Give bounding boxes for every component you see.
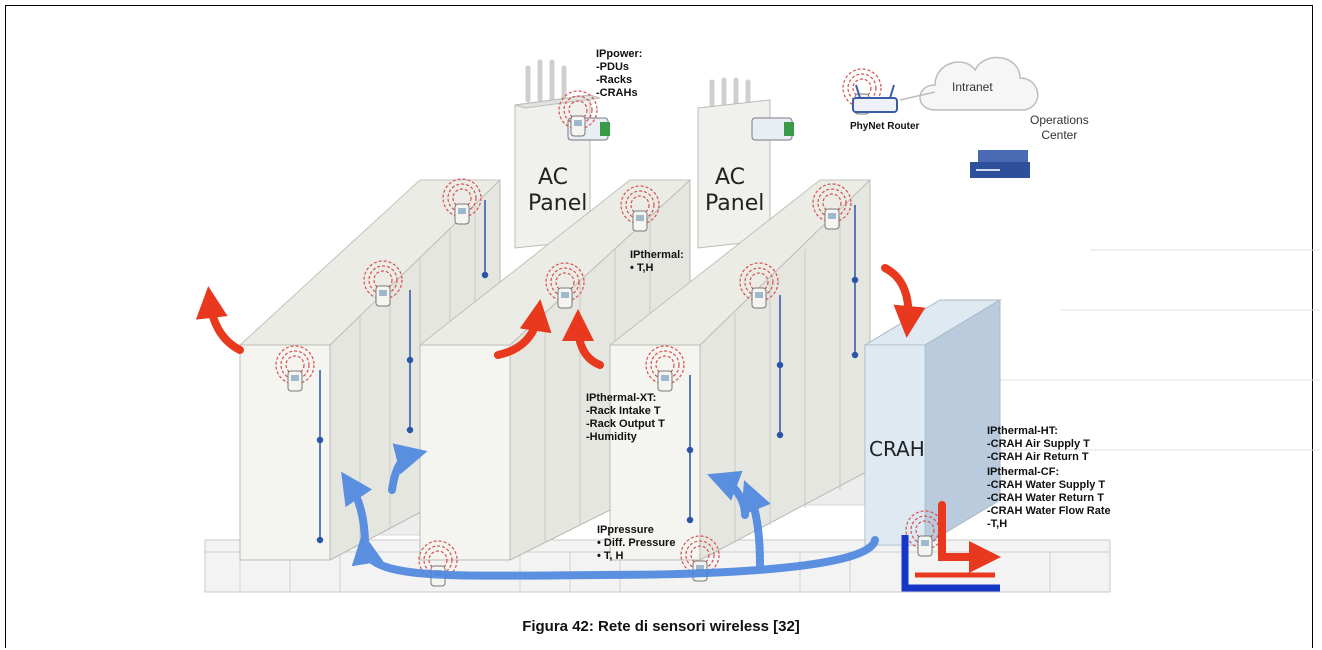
ippressure-label: IPpressure • Diff. Pressure • T, H — [597, 524, 675, 563]
ac-panel-2-line2: Panel — [705, 191, 765, 216]
ipthermal-cf-line: -CRAH Water Flow Rate — [987, 505, 1111, 517]
ippower-line: -CRAHs — [596, 87, 638, 99]
ipthermal-ht-line: -CRAH Air Supply T — [987, 438, 1090, 450]
figure-caption: Figura 42: Rete di sensori wireless [32] — [522, 618, 800, 635]
ippressure-line: • T, H — [597, 550, 624, 562]
chilled-water-pipes — [901, 535, 1000, 592]
ippower-line: IPpower: — [596, 48, 643, 60]
ipthermal-xt-label: IPthermal-XT: -Rack Intake T -Rack Outpu… — [586, 392, 665, 444]
ac-panel-2 — [697, 77, 794, 249]
ac-panel-1-label: AC Panel — [528, 165, 588, 217]
operations-center-label: Operations Center — [1030, 113, 1089, 143]
crah-unit — [863, 299, 1002, 546]
ipthermal-xt-line: -Humidity — [586, 431, 637, 443]
rack-row-3 — [609, 178, 871, 561]
operations-center-line2: Center — [1041, 128, 1078, 142]
ipthermal-ht-line: -CRAH Air Return T — [987, 451, 1089, 463]
ippower-line: -Racks — [596, 74, 633, 86]
ipthermal-ht-label: IPthermal-HT: -CRAH Air Supply T -CRAH A… — [987, 425, 1090, 464]
ipthermal-cf-line: -CRAH Water Supply T — [987, 479, 1106, 491]
ipthermal-cf-line: -CRAH Water Return T — [987, 492, 1104, 504]
ippower-label: IPpower: -PDUs -Racks -CRAHs — [596, 48, 642, 100]
hot-air-arrows — [195, 264, 1001, 573]
ipthermal-xt-line: -Rack Output T — [586, 418, 665, 430]
ipthermal-ht-line: IPthermal-HT: — [987, 425, 1058, 437]
cold-air-arrows — [341, 443, 879, 580]
operations-center-line1: Operations — [1030, 113, 1089, 127]
figure-frame — [5, 5, 1313, 648]
ac-panel-1-line1: AC — [537, 165, 569, 190]
ipthermal-cf-line: IPthermal-CF: — [987, 466, 1060, 478]
ipthermal-xt-line: -Rack Intake T — [586, 405, 661, 417]
ippressure-line: • Diff. Pressure — [597, 537, 676, 549]
ipthermal-line: • T,H — [630, 262, 654, 274]
operations-center-icon — [970, 150, 1030, 178]
ipthermal-xt-line: IPthermal-XT: — [586, 392, 657, 404]
ipthermal-label: IPthermal: • T,H — [630, 249, 684, 275]
intranet-cloud-icon — [919, 56, 1039, 111]
ipthermal-cf-label: IPthermal-CF: -CRAH Water Supply T -CRAH… — [987, 466, 1111, 531]
ipthermal-cf-line: -T,H — [987, 518, 1008, 530]
ippressure-line: IPpressure — [597, 524, 654, 536]
phynet-router-icon — [852, 84, 898, 113]
ac-panel-2-label: AC Panel — [705, 165, 765, 217]
ac-panel-1-line2: Panel — [528, 191, 588, 216]
ippower-line: -PDUs — [596, 61, 630, 73]
phynet-router-label: PhyNet Router — [850, 121, 920, 132]
ac-panel-2-line1: AC — [714, 165, 746, 190]
datacenter-diagram — [195, 56, 1320, 593]
crah-label: CRAH — [869, 437, 925, 461]
network-link — [899, 91, 936, 101]
intranet-label: Intranet — [952, 80, 993, 94]
ipthermal-line: IPthermal: — [630, 249, 684, 261]
